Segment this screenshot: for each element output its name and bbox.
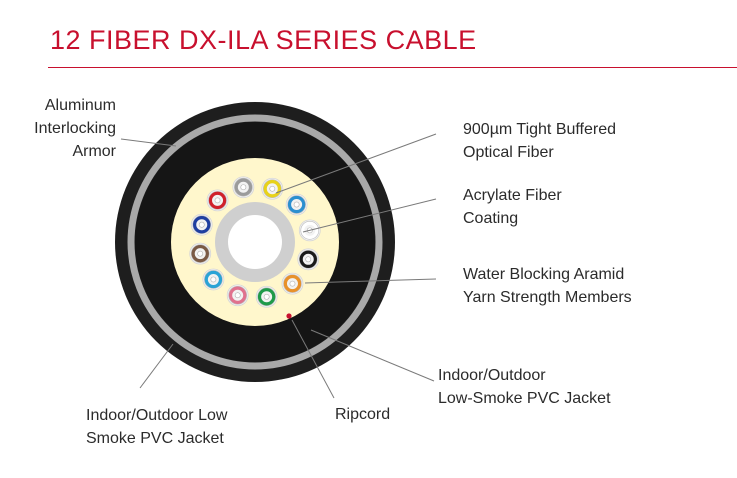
leader-aramid [304, 278, 437, 284]
fiber-acrylate-core [293, 201, 300, 208]
label-aramid-line-1: Water Blocking Aramid [463, 266, 625, 283]
label-acrylate-line-1: Acrylate Fiber [463, 187, 562, 204]
label-outer-jacket-left-line-2: Smoke PVC Jacket [86, 430, 224, 447]
title-underline [48, 67, 737, 68]
leader-lines [120, 133, 437, 399]
fiber-color-ring [263, 179, 282, 198]
fiber-edge [208, 191, 227, 210]
fiber-edge [234, 177, 253, 197]
aluminum-interlocking-armor [127, 114, 383, 370]
leader-armor [120, 138, 177, 147]
fiber-edge [263, 179, 282, 199]
label-acrylate-line-2: Coating [463, 210, 519, 227]
fiber-acrylate-core [289, 280, 296, 287]
fiber-edge [190, 244, 210, 263]
label-ripcord-text: Ripcord [335, 406, 391, 423]
fiber-color-ring [283, 274, 302, 293]
page-title: 12 FIBER DX-ILA SERIES CABLE [50, 25, 477, 55]
label-outer-jacket-right-line-1: Indoor/Outdoor [438, 367, 546, 384]
fiber-light-blue [202, 268, 225, 291]
label-acrylate-coating: Acrylate Fiber Coating [463, 184, 562, 230]
fiber-green [255, 285, 278, 308]
fiber-aqua [285, 193, 308, 216]
fiber-slate [232, 176, 255, 199]
label-armor-line-1: Aluminum [44, 97, 116, 114]
label-outer-jacket-left-line-1: Indoor/Outdoor Low [86, 407, 228, 424]
fiber-red [206, 189, 229, 212]
label-ripcord: Ripcord [335, 403, 390, 426]
fiber-blue [190, 213, 213, 236]
fiber-acrylate-core [269, 185, 276, 192]
fiber-acrylate-core [197, 250, 204, 257]
fiber-edge [283, 274, 302, 293]
leader-acrylate [302, 198, 437, 233]
fiber-black [297, 248, 320, 271]
ripcord-dot [286, 313, 292, 319]
fiber-color-ring [287, 195, 306, 214]
fiber-edge [298, 250, 318, 269]
leader-outer-jacket-left [139, 343, 174, 389]
fiber-edge [287, 195, 306, 214]
label-tight-buffered-line-2: Optical Fiber [463, 144, 554, 161]
label-outer-jacket-right: Indoor/Outdoor Low-Smoke PVC Jacket [438, 364, 611, 410]
label-armor-line-3: Armor [72, 143, 116, 160]
label-outer-jacket-left: Indoor/Outdoor Low Smoke PVC Jacket [86, 404, 227, 450]
fiber-acrylate-core [263, 293, 270, 300]
label-armor-line-2: Interlocking [34, 120, 116, 137]
fiber-acrylate-core [198, 221, 205, 228]
fiber-color-ring [300, 221, 319, 240]
fiber-edge [192, 215, 212, 234]
fiber-color-ring [208, 191, 227, 210]
leader-ripcord [291, 319, 335, 399]
label-aramid-line-2: Yarn Strength Members [463, 289, 632, 306]
fiber-acrylate-core [214, 197, 221, 204]
fiber-color-ring [192, 215, 211, 234]
label-outer-jacket-right-line-2: Low-Smoke PVC Jacket [438, 390, 611, 407]
label-aluminum-armor: Aluminum Interlocking Armor [34, 94, 116, 163]
fiber-yellow [261, 177, 284, 200]
fiber-orange [281, 272, 304, 295]
fiber-acrylate-core [305, 256, 312, 263]
central-member-core [228, 215, 282, 269]
fiber-acrylate-core [210, 276, 217, 283]
fiber-color-ring [191, 244, 210, 263]
label-tight-buffered-fiber: 900µm Tight Buffered Optical Fiber [463, 118, 616, 164]
fiber-brown [189, 242, 212, 265]
leader-tight-buffered [275, 133, 437, 194]
label-tight-buffered-line-1: 900µm Tight Buffered [463, 121, 617, 138]
fiber-ring [189, 176, 321, 308]
leader-outer-jacket-right [310, 329, 435, 382]
fiber-acrylate-core [240, 184, 247, 191]
fiber-color-ring [204, 270, 223, 289]
fiber-color-ring [228, 286, 247, 305]
fiber-edge [300, 221, 320, 240]
fiber-color-ring [299, 250, 318, 269]
label-aramid-yarn: Water Blocking Aramid Yarn Strength Memb… [463, 263, 632, 309]
fiber-edge [204, 270, 223, 289]
fiber-rose [226, 284, 249, 307]
fiber-color-ring [234, 178, 253, 197]
fiber-color-ring [257, 287, 276, 306]
fiber-edge [228, 285, 247, 305]
fiber-acrylate-core [234, 292, 241, 299]
fiber-edge [257, 287, 276, 307]
